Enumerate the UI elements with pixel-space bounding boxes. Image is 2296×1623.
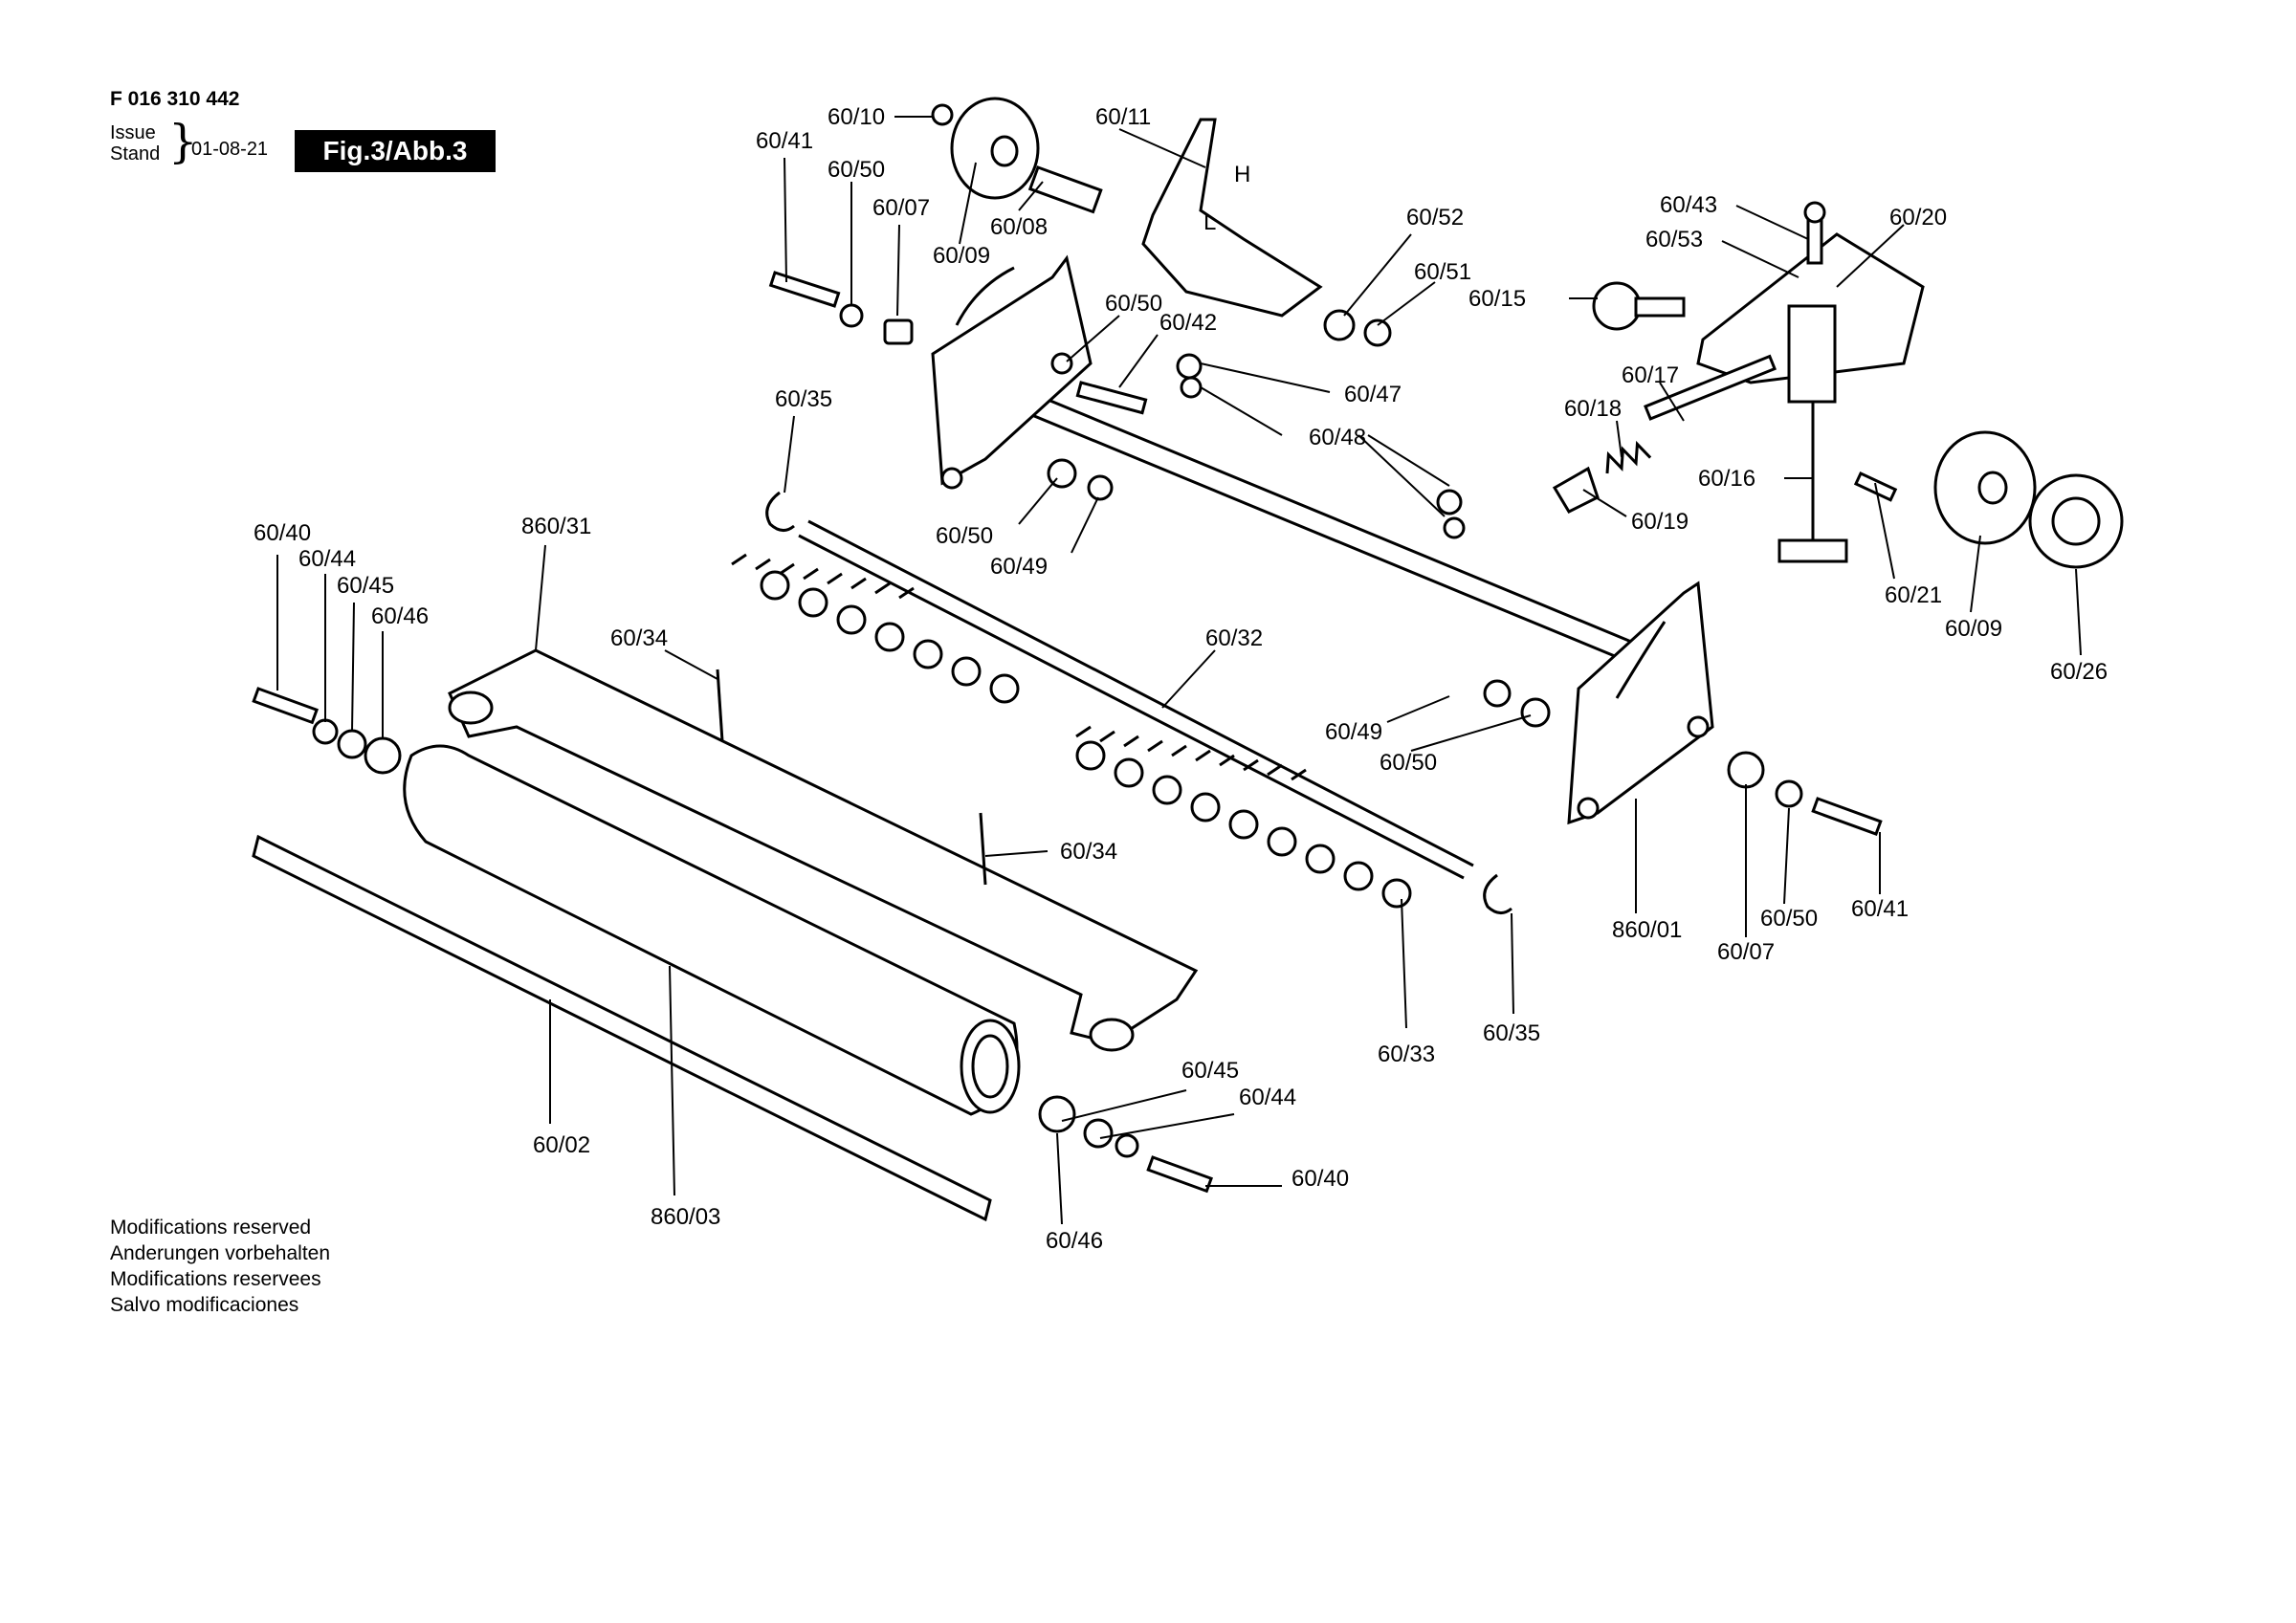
callout-60-51: 60/51 <box>1414 259 1471 285</box>
leader-lines <box>276 116 2082 1225</box>
callout-60-53: 60/53 <box>1645 227 1703 252</box>
callout-60-52: 60/52 <box>1406 205 1464 230</box>
callout-60-48: 60/48 <box>1309 425 1366 450</box>
callout-60-50-b: 60/50 <box>1105 291 1162 317</box>
callout-60-49-b: 60/49 <box>1325 719 1382 745</box>
callout-60-46-b: 60/46 <box>1046 1228 1103 1254</box>
mod-line-fr: Modifications reservees <box>110 1268 321 1290</box>
callout-60-10: 60/10 <box>828 104 885 130</box>
issue-stand-label: Issue Stand <box>110 122 160 164</box>
callout-60-44: 60/44 <box>298 546 356 572</box>
callout-60-09-b: 60/09 <box>1945 616 2002 642</box>
callout-labels: 60/10 60/41 60/50 60/07 60/09 60/08 60/1… <box>254 104 2108 1254</box>
callout-860-01: 860/01 <box>1612 917 1682 943</box>
brace-symbol: } <box>168 115 198 168</box>
issue-label: Issue <box>110 122 156 143</box>
callout-60-45-b: 60/45 <box>1181 1058 1239 1084</box>
callout-60-08: 60/08 <box>990 214 1048 240</box>
callout-60-15: 60/15 <box>1468 286 1526 312</box>
callout-60-17: 60/17 <box>1622 362 1679 388</box>
callout-60-35: 60/35 <box>775 386 832 412</box>
mod-line-en: Modifications reserved <box>110 1217 312 1239</box>
mod-line-de: Anderungen vorbehalten <box>110 1242 331 1264</box>
callout-60-07: 60/07 <box>872 195 930 221</box>
callout-60-41: 60/41 <box>756 128 813 154</box>
callout-60-35-b: 60/35 <box>1483 1020 1540 1046</box>
shaft-60-32 <box>807 519 1474 867</box>
callout-60-09: 60/09 <box>933 243 990 269</box>
callout-60-44-b: 60/44 <box>1239 1085 1296 1110</box>
mod-line-es: Salvo modificaciones <box>110 1294 299 1316</box>
callout-60-45: 60/45 <box>337 573 394 599</box>
callout-60-47: 60/47 <box>1344 382 1402 407</box>
callout-60-46: 60/46 <box>371 603 429 629</box>
adjuster-block <box>1787 304 1837 404</box>
spring-row-lower <box>1075 725 1412 909</box>
stand-label: Stand <box>110 143 161 164</box>
callout-60-40: 60/40 <box>254 520 311 546</box>
callout-60-42: 60/42 <box>1159 310 1217 336</box>
callout-60-49: 60/49 <box>990 554 1048 580</box>
mark-l: L <box>1203 209 1216 235</box>
handle-bracket <box>1141 118 1323 318</box>
sprocket-icon <box>1592 281 1642 331</box>
callout-860-31: 860/31 <box>521 514 591 539</box>
modifications-notice: Modifications reserved Anderungen vorbeh… <box>110 1215 330 1318</box>
figure-tag: Fig.3/Abb.3 <box>295 130 496 172</box>
issue-date: 01-08-21 <box>191 139 269 160</box>
callout-60-02: 60/02 <box>533 1132 590 1158</box>
callout-60-50: 60/50 <box>828 157 885 183</box>
frame-assembly <box>931 254 1714 825</box>
callout-60-50-d: 60/50 <box>1380 750 1437 776</box>
callout-60-20: 60/20 <box>1889 205 1947 230</box>
callout-60-33: 60/33 <box>1378 1042 1435 1067</box>
callout-60-50-c: 60/50 <box>936 523 993 549</box>
callout-860-03: 860/03 <box>651 1204 720 1230</box>
callout-60-26: 60/26 <box>2050 659 2108 685</box>
callout-60-41-b: 60/41 <box>1851 896 1909 922</box>
spring-row-upper <box>731 553 1020 704</box>
callout-60-32: 60/32 <box>1205 625 1263 651</box>
callout-60-21: 60/21 <box>1885 582 1942 608</box>
callout-60-19: 60/19 <box>1631 509 1689 535</box>
callout-60-11: 60/11 <box>1095 104 1151 130</box>
mark-h: H <box>1234 162 1250 187</box>
callout-60-18: 60/18 <box>1564 396 1622 422</box>
callout-60-43: 60/43 <box>1660 192 1717 218</box>
callout-60-16: 60/16 <box>1698 466 1755 492</box>
axle-60-02 <box>252 834 992 1222</box>
callout-60-40-b: 60/40 <box>1292 1166 1349 1192</box>
callout-60-07-b: 60/07 <box>1717 939 1775 965</box>
adjuster-foot <box>1777 538 1848 563</box>
callout-60-50-e: 60/50 <box>1760 906 1818 932</box>
callout-60-34-b: 60/34 <box>1060 839 1117 865</box>
document-number: F 016 310 442 <box>110 88 240 110</box>
callout-60-34: 60/34 <box>610 625 668 651</box>
